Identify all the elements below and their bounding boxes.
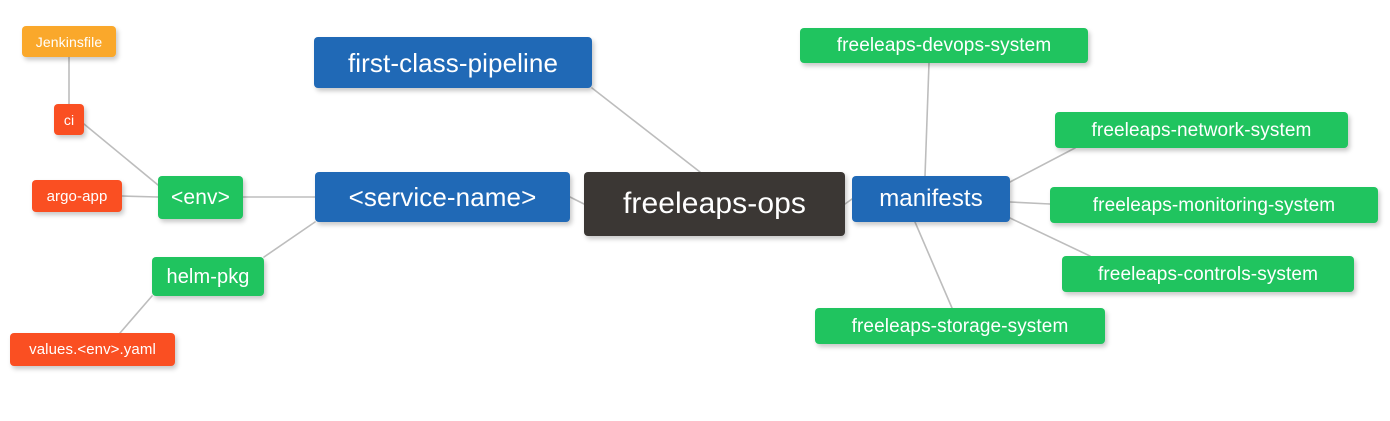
node-freeleaps-network-system[interactable]: freeleaps-network-system [1055,112,1348,148]
node-label-helm-pkg: helm-pkg [166,265,250,288]
node-jenkinsfile[interactable]: Jenkinsfile [22,26,116,57]
node-label-freeleaps-monitoring-system: freeleaps-monitoring-system [1092,194,1336,216]
edge-freeleaps-ops-to-first-class-pipeline [591,87,701,173]
node-values-env-yaml[interactable]: values.<env>.yaml [10,333,175,366]
node-label-service-name: <service-name> [348,182,537,212]
node-label-argo-app: argo-app [46,187,108,205]
node-freeleaps-ops[interactable]: freeleaps-ops [584,172,845,236]
node-freeleaps-storage-system[interactable]: freeleaps-storage-system [815,308,1105,344]
node-label-freeleaps-network-system: freeleaps-network-system [1091,119,1312,141]
node-freeleaps-controls-system[interactable]: freeleaps-controls-system [1062,256,1354,292]
node-label-values-env-yaml: values.<env>.yaml [29,341,156,358]
edge-manifests-to-freeleaps-network-system [1009,147,1076,183]
node-label-env: <env> [171,186,230,209]
edge-env-to-argo-app [121,195,159,198]
node-env[interactable]: <env> [158,176,243,219]
edge-freeleaps-ops-to-service-name [569,196,585,205]
node-first-class-pipeline[interactable]: first-class-pipeline [314,37,592,88]
node-label-freeleaps-storage-system: freeleaps-storage-system [851,315,1069,337]
node-label-freeleaps-devops-system: freeleaps-devops-system [836,35,1052,56]
edge-manifests-to-freeleaps-monitoring-system [1009,201,1051,205]
node-label-first-class-pipeline: first-class-pipeline [347,47,559,78]
node-ci[interactable]: ci [54,104,84,135]
edge-freeleaps-ops-to-manifests [844,198,853,205]
node-helm-pkg[interactable]: helm-pkg [152,257,264,296]
edge-helm-pkg-to-values-env-yaml [119,295,153,334]
node-label-jenkinsfile: Jenkinsfile [35,33,103,50]
node-label-freeleaps-controls-system: freeleaps-controls-system [1097,263,1319,285]
node-freeleaps-devops-system[interactable]: freeleaps-devops-system [800,28,1088,63]
edge-manifests-to-freeleaps-devops-system [924,62,930,177]
edge-env-to-ci [83,123,159,186]
node-freeleaps-monitoring-system[interactable]: freeleaps-monitoring-system [1050,187,1378,223]
edge-manifests-to-freeleaps-controls-system [1009,217,1091,257]
node-label-ci: ci [63,111,75,128]
node-service-name[interactable]: <service-name> [315,172,570,222]
node-label-freeleaps-ops: freeleaps-ops [622,187,807,220]
edge-manifests-to-freeleaps-storage-system [914,221,953,309]
node-argo-app[interactable]: argo-app [32,180,122,212]
node-label-manifests: manifests [879,185,983,212]
node-manifests[interactable]: manifests [852,176,1010,222]
edge-service-name-to-helm-pkg [263,221,316,258]
